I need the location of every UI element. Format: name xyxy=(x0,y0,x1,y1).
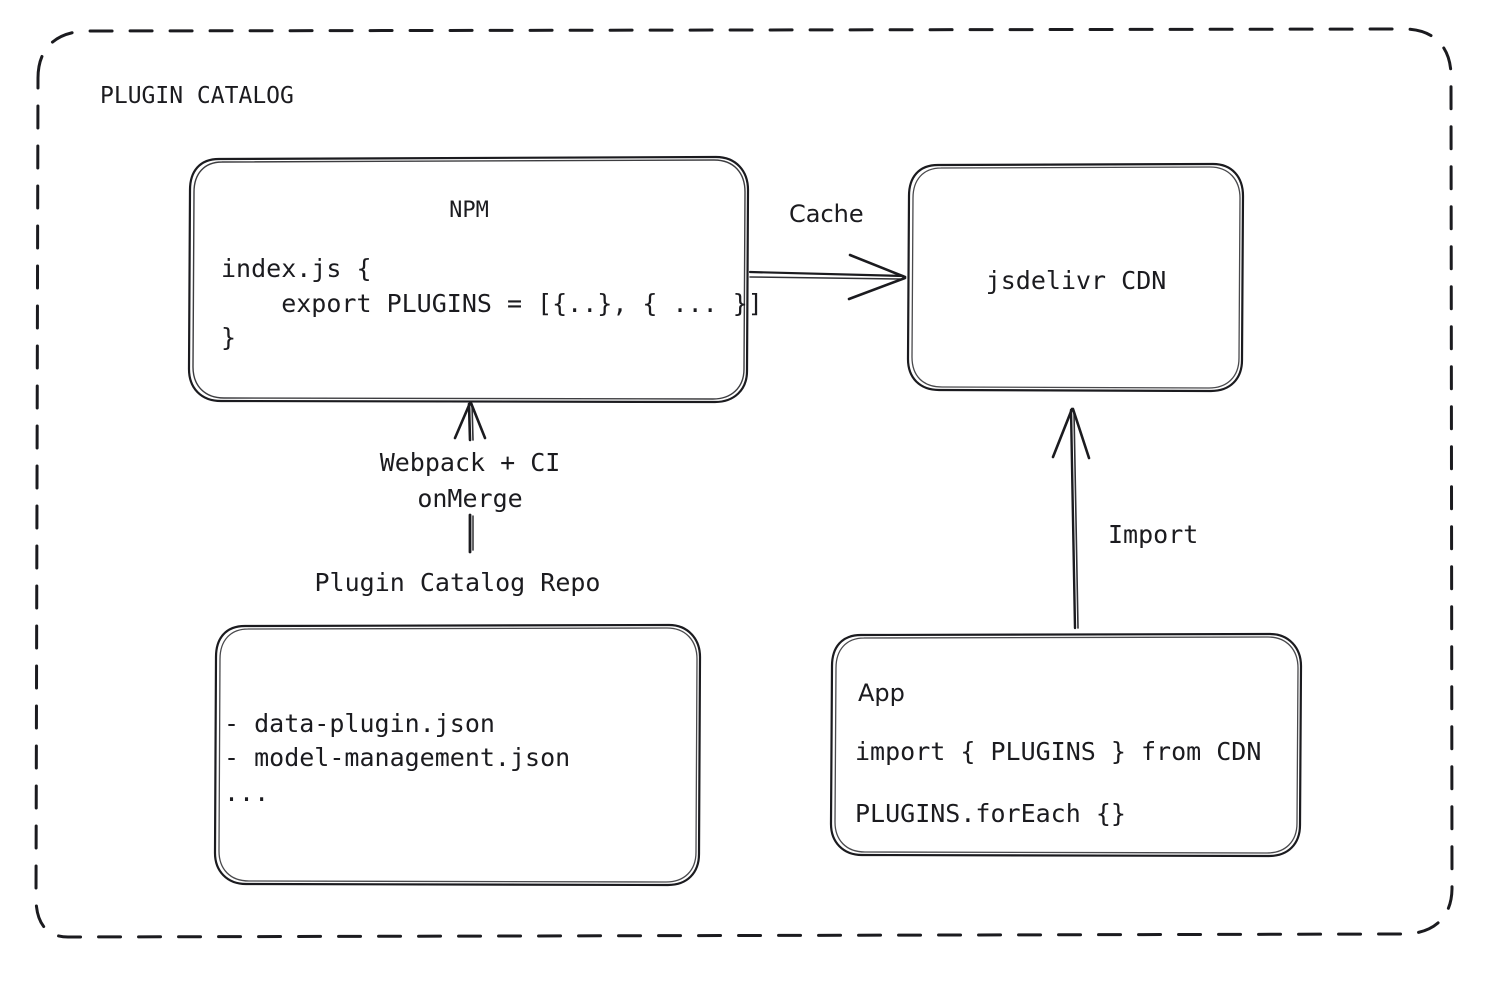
frame-title: PLUGIN CATALOG xyxy=(100,83,294,109)
cdn-node-title: jsdelivr CDN xyxy=(985,266,1167,295)
repo-node-items: - data-plugin.json - model-management.js… xyxy=(224,709,571,807)
plugin-catalog-frame xyxy=(34,27,1454,939)
cdn-node-shape xyxy=(906,162,1245,393)
app-node-foreach-line: PLUGINS.forEach {} xyxy=(855,799,1126,828)
edge-label-import: Import xyxy=(1108,520,1199,549)
app-node-title: App xyxy=(858,679,905,707)
app-node-shape xyxy=(829,632,1303,858)
npm-node-title: NPM xyxy=(449,198,489,223)
edge-label-webpack: Webpack + CI onMerge xyxy=(379,448,561,513)
npm-node-code: index.js { export PLUGINS = [{..}, { ...… xyxy=(221,254,763,352)
app-node-import-line: import { PLUGINS } from CDN xyxy=(855,737,1262,766)
edge-label-cache: Cache xyxy=(789,200,864,228)
repo-node-shape xyxy=(213,623,702,887)
edge-webpack xyxy=(453,401,487,554)
edge-import xyxy=(1051,407,1091,630)
npm-node-shape xyxy=(187,155,750,404)
repo-node-caption: Plugin Catalog Repo xyxy=(314,568,601,597)
edge-cache xyxy=(748,253,907,301)
